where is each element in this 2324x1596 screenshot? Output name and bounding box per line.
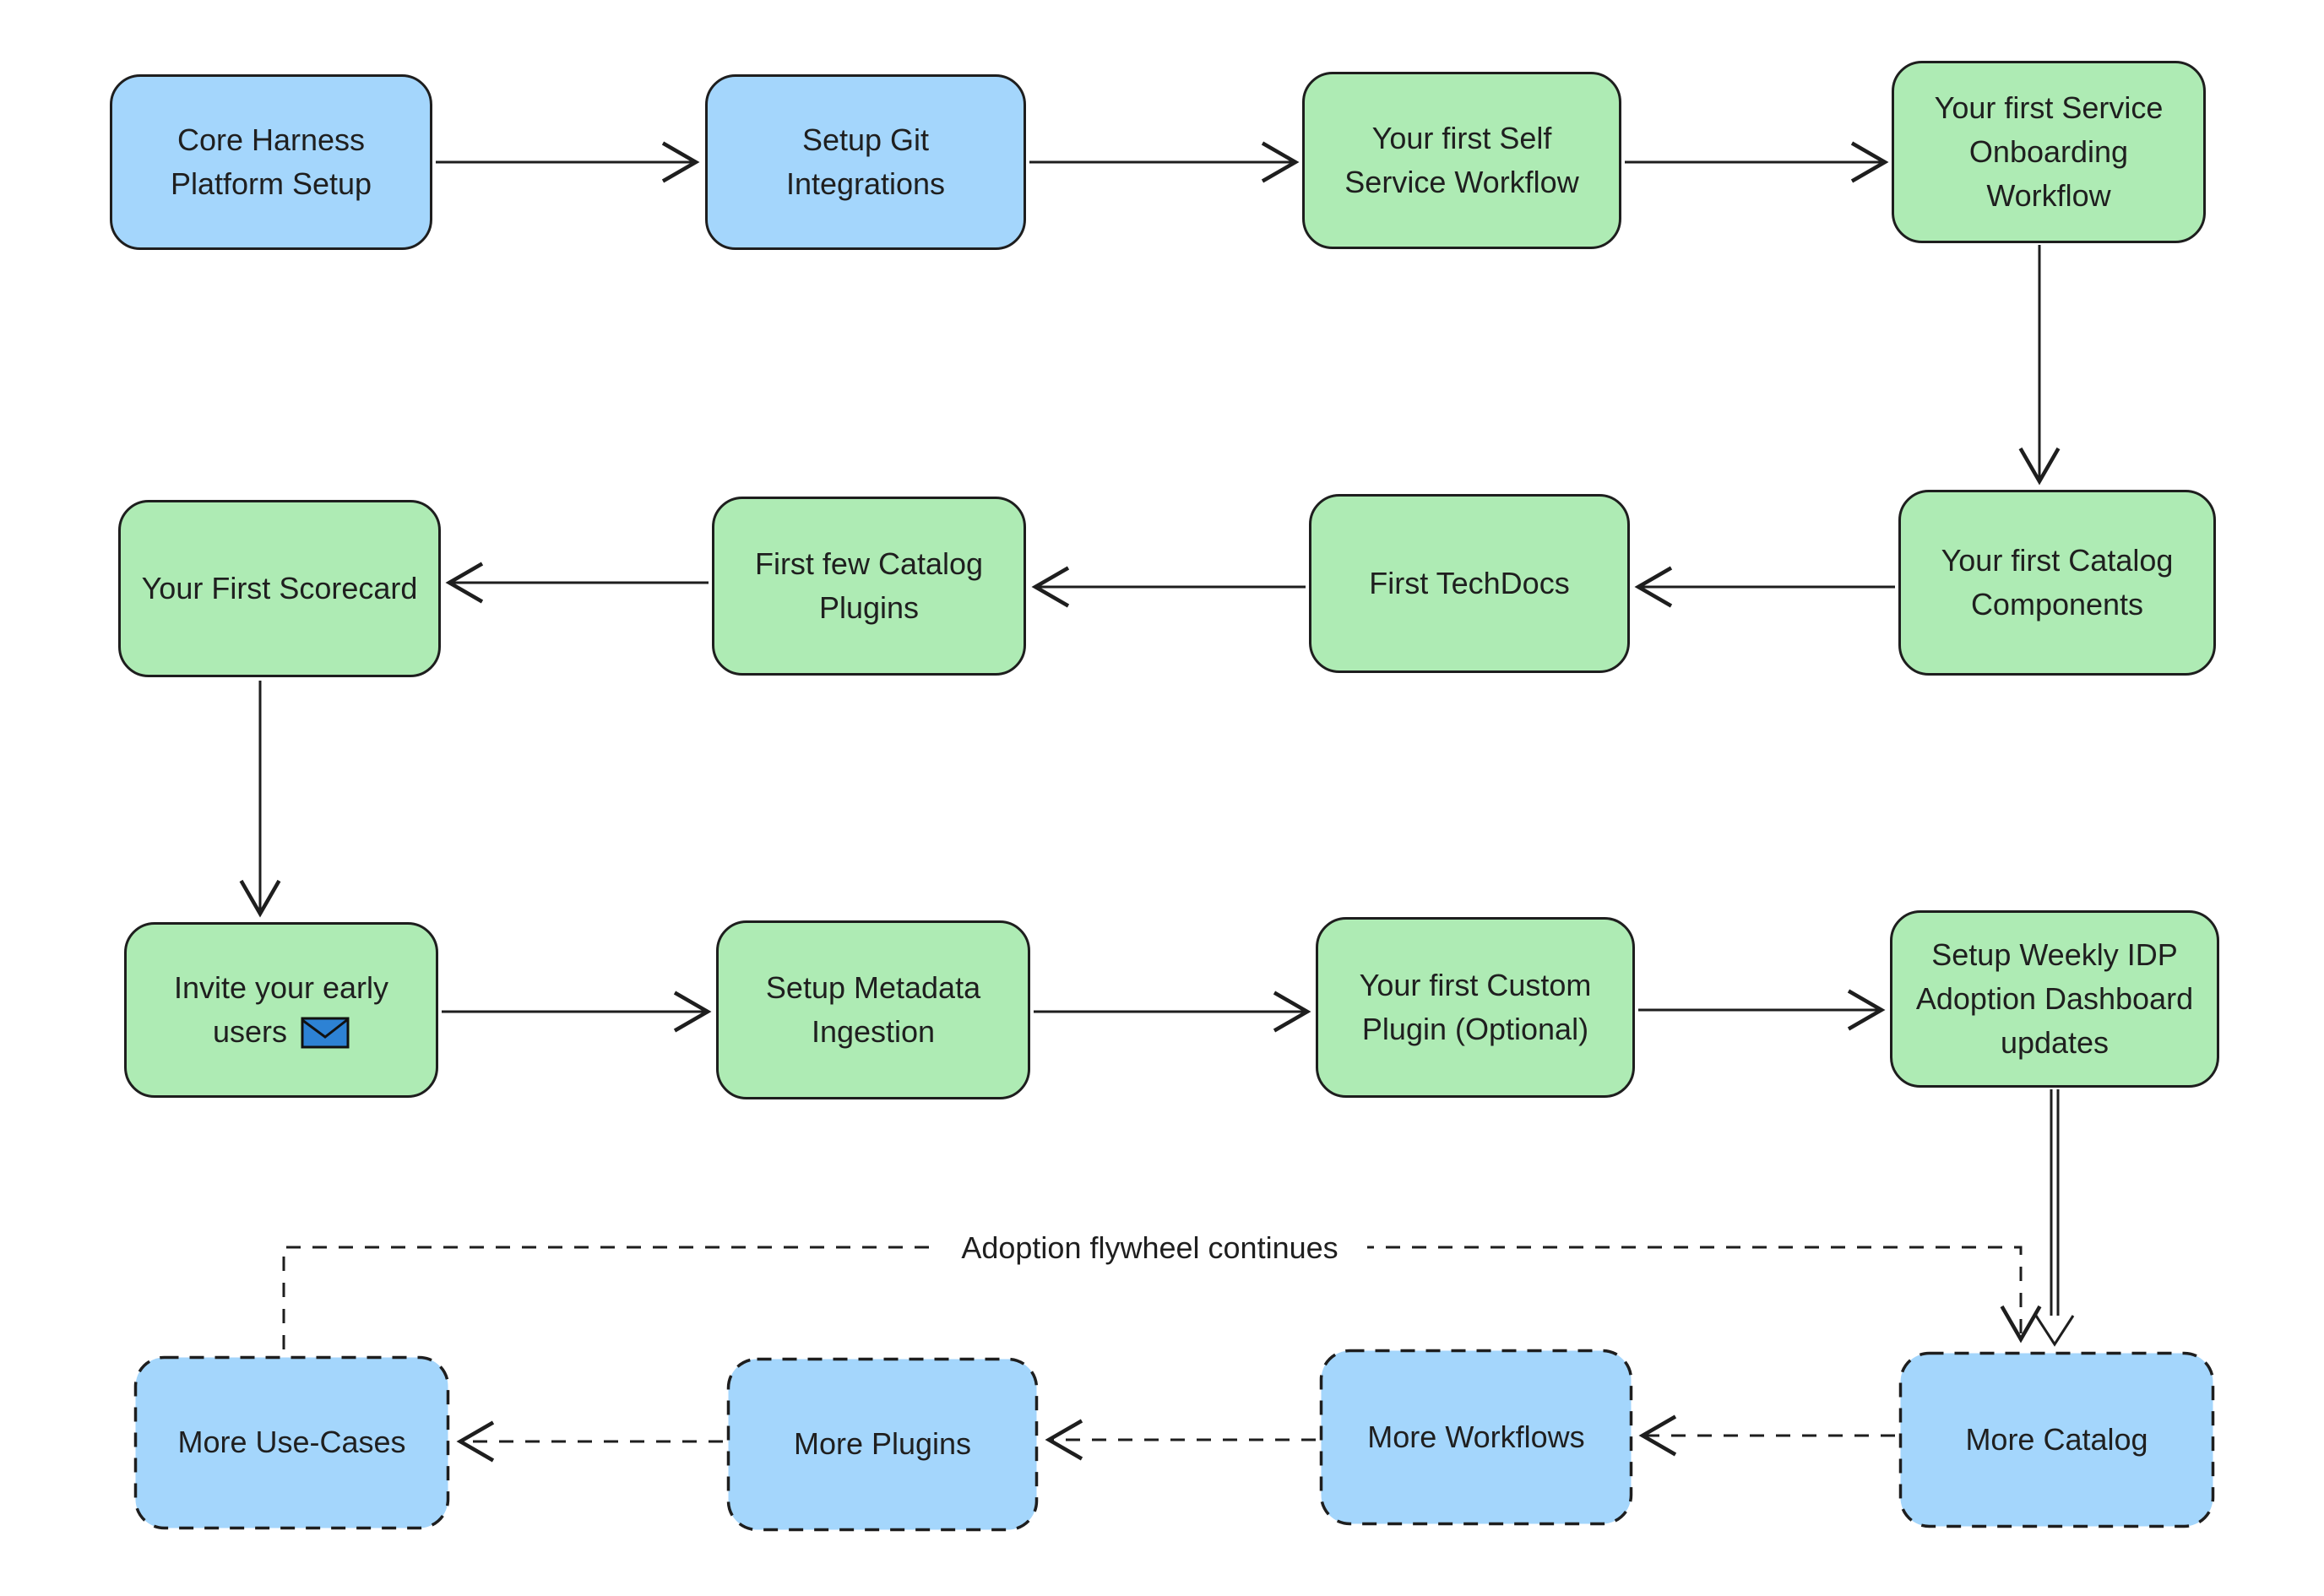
node-first-service-onboarding-workflow: Your first Service Onboarding Workflow	[1892, 61, 2206, 243]
node-label: Setup Metadata Ingestion	[765, 969, 981, 1049]
node-label: First few Catalog Plugins	[754, 546, 984, 625]
node-label: More Catalog	[1965, 1421, 2148, 1457]
node-label: Your first Custom Plugin (Optional)	[1359, 967, 1592, 1046]
node-label: Your first Service Onboarding Workflow	[1934, 90, 2164, 214]
node-label: More Plugins	[793, 1426, 972, 1462]
node-first-custom-plugin: Your first Custom Plugin (Optional)	[1316, 917, 1635, 1098]
arrow-weeklyidp-to-morecatalog-head	[2034, 1315, 2075, 1347]
node-label: Core Harness Platform Setup	[170, 122, 372, 201]
node-setup-metadata-ingestion: Setup Metadata Ingestion	[716, 920, 1030, 1099]
node-label: Your first Self Service Workflow	[1344, 120, 1579, 199]
envelope-icon	[301, 1016, 350, 1050]
dashed-border	[1319, 1349, 1633, 1526]
node-more-workflows: More Workflows	[1319, 1349, 1633, 1526]
node-label: First TechDocs	[1369, 565, 1570, 600]
node-setup-git-integrations: Setup Git Integrations	[705, 74, 1026, 250]
invite-label-group: Invite your early users	[147, 966, 415, 1054]
node-invite-early-users: Invite your early users	[124, 922, 438, 1098]
node-label: Setup Git Integrations	[785, 122, 946, 201]
node-label: Your first Catalog Components	[1941, 542, 2174, 622]
dashed-border	[726, 1357, 1039, 1532]
node-label: Setup Weekly IDP Adoption Dashboard upda…	[1915, 936, 2194, 1061]
node-first-techdocs: First TechDocs	[1309, 494, 1630, 673]
node-more-plugins: More Plugins	[726, 1357, 1039, 1532]
node-label: More Workflows	[1367, 1419, 1585, 1454]
node-first-catalog-components: Your first Catalog Components	[1898, 490, 2216, 676]
dashed-border	[1898, 1351, 2215, 1528]
node-first-few-catalog-plugins: First few Catalog Plugins	[712, 497, 1026, 676]
dashed-border	[133, 1355, 450, 1530]
node-more-catalog: More Catalog	[1898, 1351, 2215, 1528]
node-label: Your First Scorecard	[141, 570, 418, 605]
node-setup-weekly-idp-dashboard: Setup Weekly IDP Adoption Dashboard upda…	[1890, 910, 2219, 1088]
node-core-harness-platform-setup: Core Harness Platform Setup	[110, 74, 432, 250]
node-label: More Use-Cases	[177, 1425, 406, 1460]
flywheel-label: Adoption flywheel continues	[932, 1224, 1367, 1273]
node-first-self-service-workflow: Your first Self Service Workflow	[1302, 72, 1621, 249]
node-your-first-scorecard: Your First Scorecard	[118, 500, 441, 677]
node-label: Invite your early users	[173, 969, 389, 1049]
node-more-use-cases: More Use-Cases	[133, 1355, 450, 1530]
